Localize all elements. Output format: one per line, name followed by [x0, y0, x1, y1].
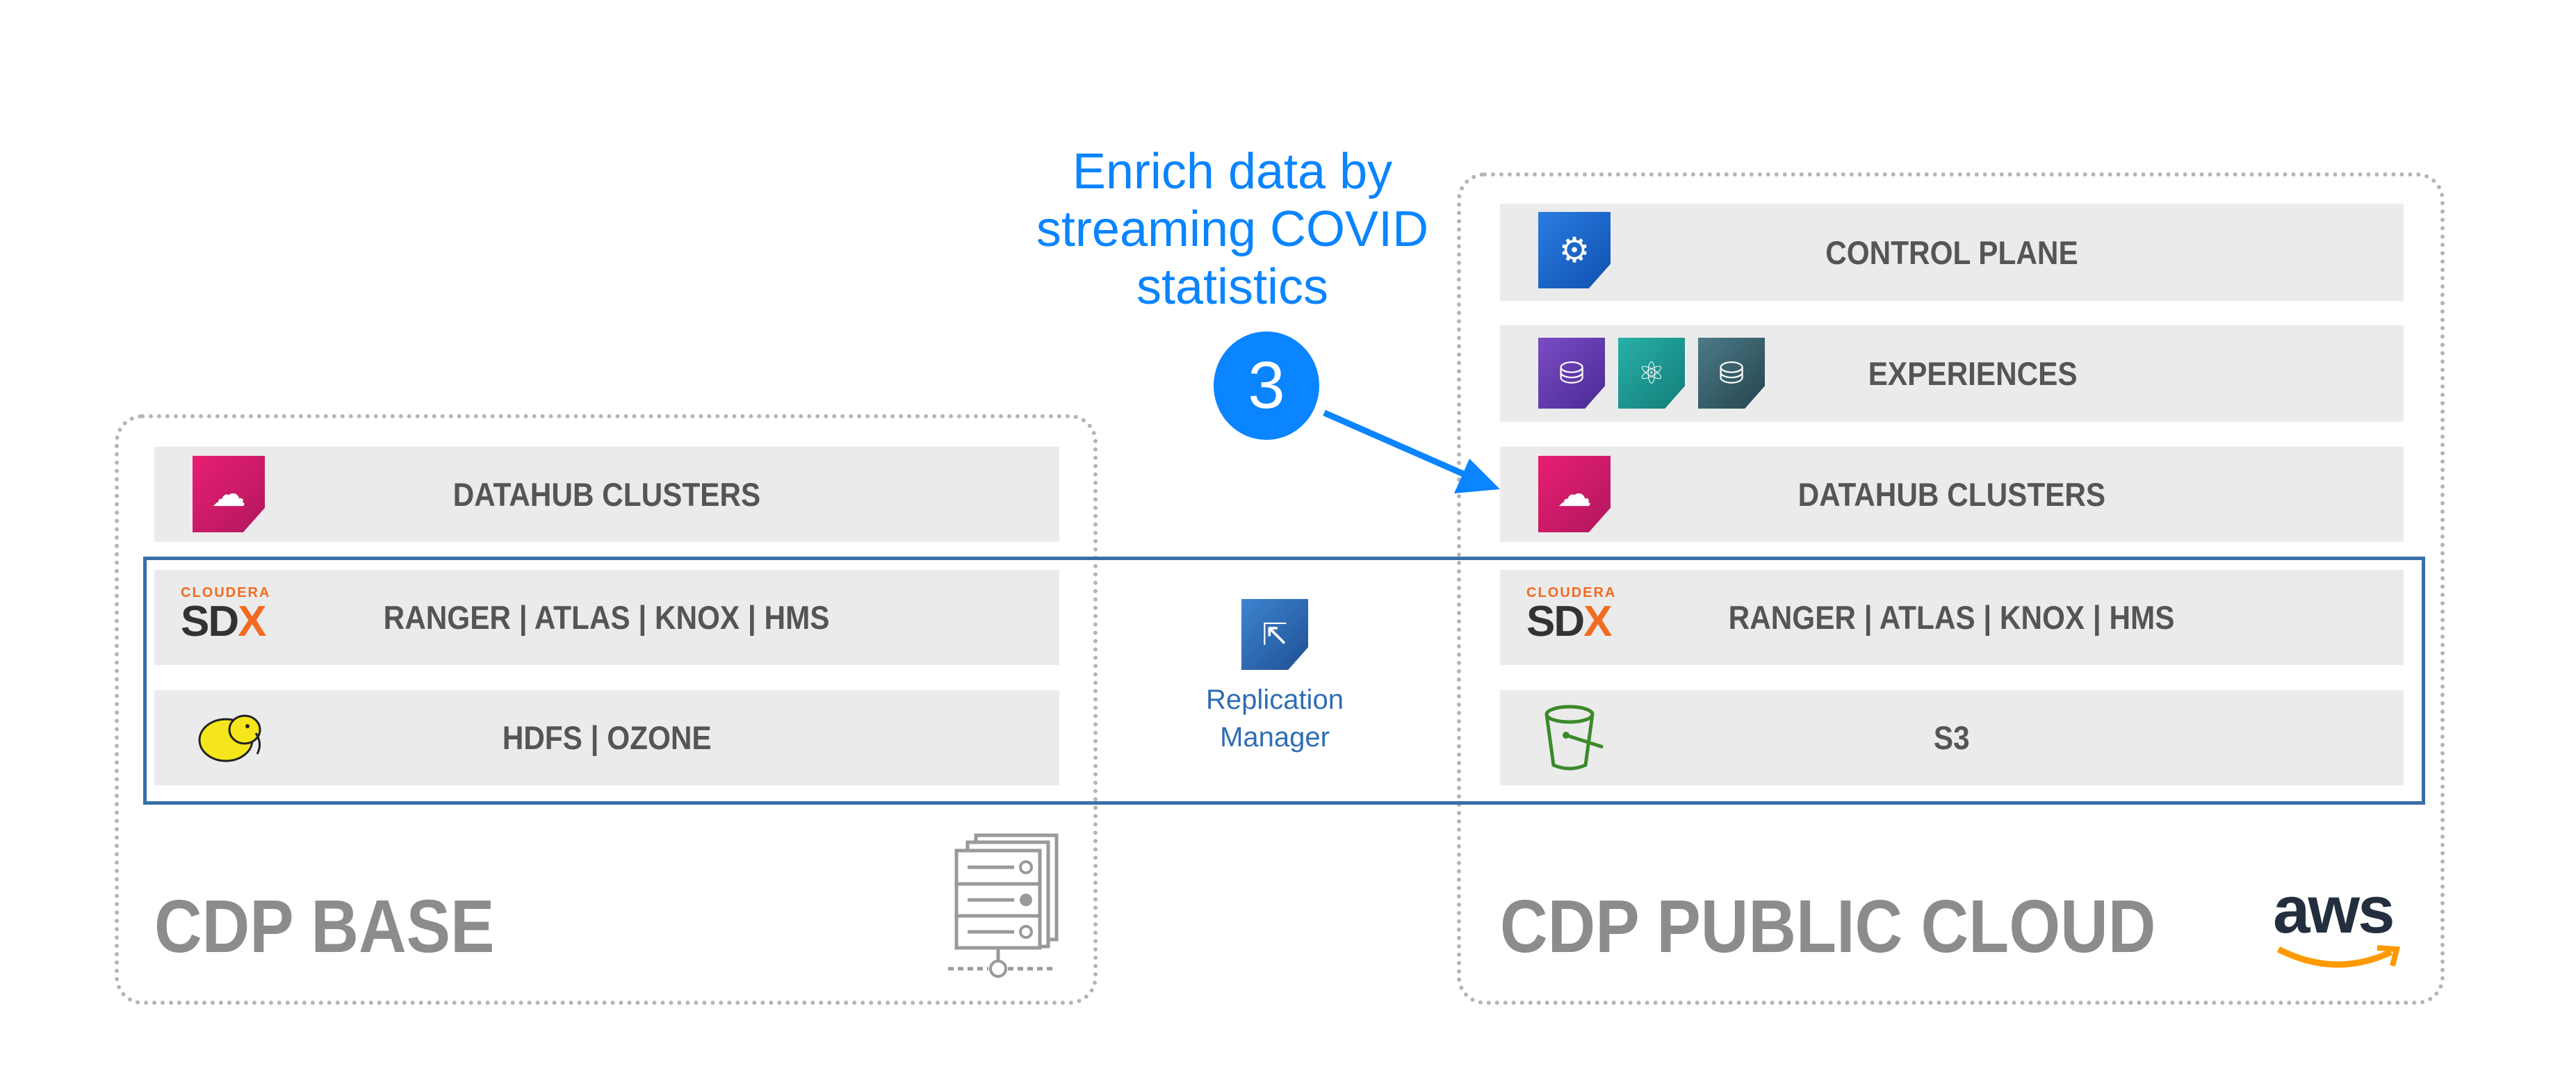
- replication-label-line: Replication: [1206, 684, 1344, 715]
- row-label: DATAHUB CLUSTERS: [453, 476, 761, 513]
- base-storage-row: HDFS | OZONE: [154, 690, 1059, 785]
- sdx-suffix: X: [1583, 598, 1612, 646]
- annotation-line: statistics: [1136, 259, 1329, 315]
- cdp-public-cloud-container: [1457, 172, 2445, 1005]
- server-rack-icon: [948, 833, 1059, 978]
- base-datahub-row: ☁ DATAHUB CLUSTERS: [154, 447, 1059, 542]
- annotation-text: Enrich data by streaming COVID statistic…: [987, 143, 1478, 316]
- aws-logo: aws: [2273, 877, 2405, 974]
- cloud-control-plane-row: ⚙ CONTROL PLANE: [1500, 204, 2404, 301]
- datahub-icon: ☁: [1538, 456, 1611, 532]
- row-label: DATAHUB CLUSTERS: [1798, 476, 2106, 513]
- cdp-base-title: CDP BASE: [154, 884, 495, 968]
- row-label: HDFS | OZONE: [502, 719, 712, 756]
- aws-logo-text: aws: [2273, 873, 2395, 947]
- row-label: S3: [1934, 719, 1970, 756]
- step-number: 3: [1248, 348, 1285, 423]
- replication-label-line: Manager: [1220, 722, 1330, 753]
- cloud-experiences-row: ⛁ ⚛ ⛁ EXPERIENCES: [1500, 325, 2404, 422]
- sdx-suffix: X: [238, 598, 266, 646]
- sdx-replication-frame: [143, 557, 2425, 805]
- step-badge: 3: [1214, 331, 1319, 440]
- data-warehouse-icon: ⛁: [1538, 338, 1605, 409]
- s3-bucket-icon: [1544, 705, 1604, 771]
- sdx-brand: CLOUDERA: [181, 585, 271, 600]
- cloud-datahub-row: ☁ DATAHUB CLUSTERS: [1500, 447, 2404, 542]
- sdx-prefix: SD: [1526, 598, 1585, 646]
- cloudera-sdx-logo: CLOUDERA SDX: [181, 585, 285, 648]
- sdx-brand: CLOUDERA: [1526, 585, 1617, 600]
- data-engineering-icon: ⛁: [1698, 338, 1765, 409]
- annotation-line: Enrich data by: [1072, 144, 1393, 199]
- sdx-prefix: SD: [181, 598, 239, 646]
- cdp-public-cloud-title: CDP PUBLIC CLOUD: [1500, 884, 2156, 968]
- control-plane-icon: ⚙: [1538, 212, 1611, 288]
- cloudera-sdx-logo: CLOUDERA SDX: [1526, 585, 1631, 648]
- row-label: RANGER | ATLAS | KNOX | HMS: [1729, 599, 2175, 636]
- row-label: CONTROL PLANE: [1825, 233, 2078, 271]
- annotation-line: streaming COVID: [1036, 202, 1429, 257]
- cloud-sdx-row: CLOUDERA SDX RANGER | ATLAS | KNOX | HMS: [1500, 570, 2404, 665]
- cloud-storage-row: S3: [1500, 690, 2404, 785]
- row-label: RANGER | ATLAS | KNOX | HMS: [384, 599, 830, 636]
- replication-manager-label: Replication Manager: [1136, 681, 1414, 756]
- base-sdx-row: CLOUDERA SDX RANGER | ATLAS | KNOX | HMS: [154, 570, 1059, 665]
- machine-learning-icon: ⚛: [1618, 338, 1685, 409]
- datahub-icon: ☁: [193, 456, 265, 532]
- row-label: EXPERIENCES: [1868, 355, 2078, 392]
- hadoop-elephant-icon: [195, 705, 264, 768]
- cdp-base-container: [115, 414, 1098, 1005]
- replication-manager-icon[interactable]: ⇱: [1241, 599, 1308, 670]
